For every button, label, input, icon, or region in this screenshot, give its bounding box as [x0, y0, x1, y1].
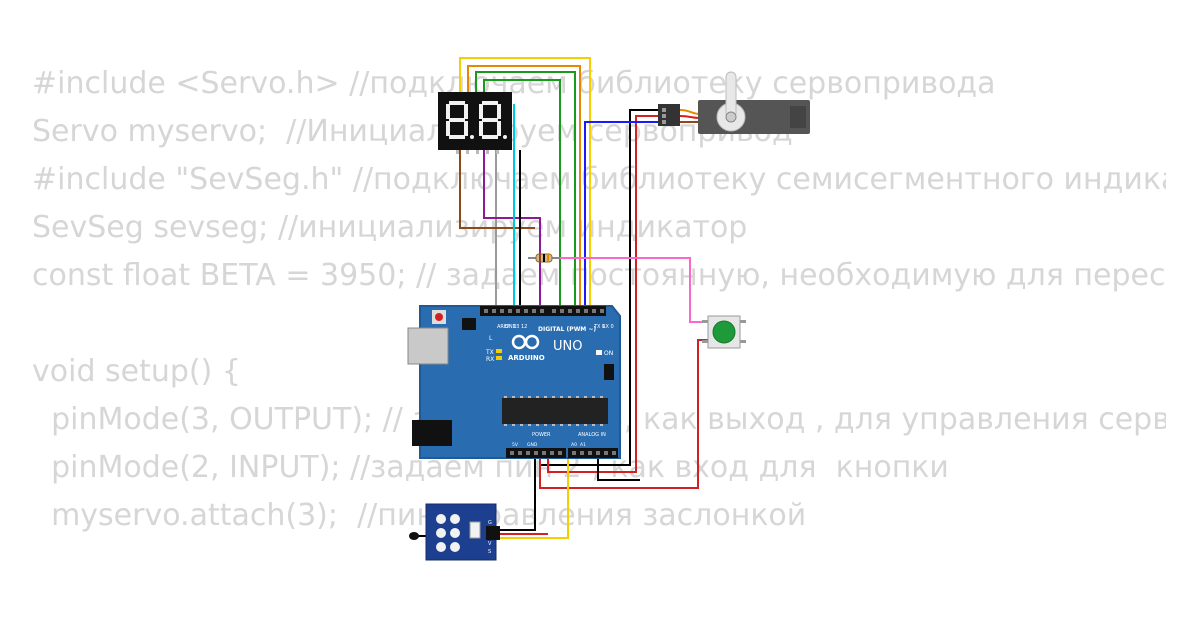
- sensor-pin-s: S: [488, 549, 491, 555]
- push-button[interactable]: [702, 315, 746, 349]
- pin-label-5v: 5V: [512, 442, 519, 448]
- servo-connector: [658, 104, 680, 126]
- reset-button[interactable]: [435, 313, 443, 321]
- tx-led-label: TX: [485, 349, 494, 356]
- sensor-pin-g: G: [488, 520, 492, 526]
- pin-label-gnd-bottom: GND: [527, 442, 538, 448]
- atmega-chip: [502, 398, 608, 424]
- code-line: #include "SevSeg.h" //подключаем библиот…: [32, 162, 1166, 197]
- analog-header: [568, 448, 618, 458]
- resistor-band: [543, 254, 545, 262]
- wires: [459, 57, 740, 539]
- wire-red-servo: [547, 115, 668, 473]
- wire-pink-button: [555, 257, 708, 323]
- pin-label-gnd: GND: [505, 324, 517, 330]
- display-dot: [503, 135, 507, 139]
- icsp-header: [462, 318, 476, 330]
- pin-label-a1: A1: [580, 442, 586, 448]
- code-line: const float BETA = 3950; // задаем посто…: [32, 258, 1166, 293]
- pin-label-13: 13: [513, 324, 519, 330]
- seven-segment-display[interactable]: [438, 92, 512, 154]
- code-line: void setup() {: [32, 354, 241, 389]
- pin-label-12: 12: [521, 324, 527, 330]
- arduino-uno-board[interactable]: DIGITAL (PWM ~) AREF GND 13 12 TX 1 RX 0…: [407, 305, 621, 459]
- button-cap[interactable]: [712, 320, 736, 344]
- thermistor-bead: [409, 532, 419, 540]
- on-led-label: ON: [604, 350, 613, 357]
- resistor-band: [547, 254, 549, 262]
- pin-label-aref: AREF: [497, 324, 510, 330]
- sensor-pin-header: [486, 526, 500, 540]
- servo-motor[interactable]: [658, 71, 810, 134]
- wire-purple-display: [483, 150, 541, 308]
- wire-yellow-sensor: [500, 450, 569, 539]
- arduino-logo-icon: [511, 334, 540, 350]
- resistor[interactable]: [528, 253, 560, 263]
- rx-led-label: RX: [486, 356, 494, 363]
- pin-label-rx: RX 0: [602, 324, 614, 330]
- resistor-band: [539, 254, 541, 262]
- l-led-label: L: [489, 335, 493, 342]
- servo-arm[interactable]: [725, 71, 737, 119]
- display-dot: [470, 135, 474, 139]
- wire-green-display-1: [475, 71, 576, 308]
- display-digit-2: [479, 101, 501, 139]
- sensor-resistor: [469, 521, 481, 539]
- wire-brown-display: [459, 150, 535, 229]
- wire-blue-servo: [584, 121, 668, 308]
- display-digit-1: [446, 101, 468, 139]
- pin-label-a0: A0: [571, 442, 577, 448]
- power-jack: [412, 420, 452, 446]
- usb-port: [407, 327, 449, 365]
- pin-label-tx: TX 1: [593, 324, 605, 330]
- display-pins: [456, 150, 499, 154]
- digital-label: DIGITAL (PWM ~): [538, 326, 596, 333]
- model-label: UNO: [553, 339, 582, 354]
- wire-yellow-display: [459, 57, 591, 308]
- sensor-pads: [436, 514, 460, 552]
- analog-label: ANALOG IN: [578, 432, 606, 438]
- power-label: POWER: [532, 432, 551, 438]
- sensor-pin-v: V: [488, 541, 492, 547]
- brand-label: ARDUINO: [508, 354, 545, 362]
- wire-orange-display: [467, 65, 581, 308]
- wire-black-sensor: [500, 440, 536, 531]
- icsp-header-2: [604, 364, 614, 380]
- ntc-temperature-sensor[interactable]: G V S: [409, 503, 500, 561]
- wire-green-display-2: [483, 79, 561, 308]
